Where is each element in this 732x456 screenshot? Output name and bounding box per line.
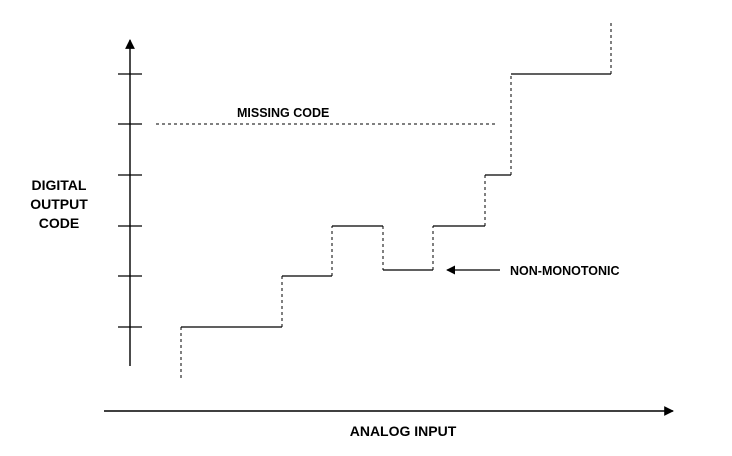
- y-axis-ticks: [118, 73, 142, 328]
- non-monotonic-label: NON-MONOTONIC: [510, 264, 620, 278]
- transfer-steps: [181, 73, 611, 328]
- transfer-transitions: [180, 20, 612, 378]
- missing-code-label: MISSING CODE: [237, 106, 329, 120]
- y-axis-label-line-2: OUTPUT: [30, 196, 88, 212]
- x-axis-label: ANALOG INPUT: [350, 423, 457, 439]
- y-axis-label-line-1: DIGITAL: [32, 177, 87, 193]
- y-axis-label-line-3: CODE: [39, 215, 79, 231]
